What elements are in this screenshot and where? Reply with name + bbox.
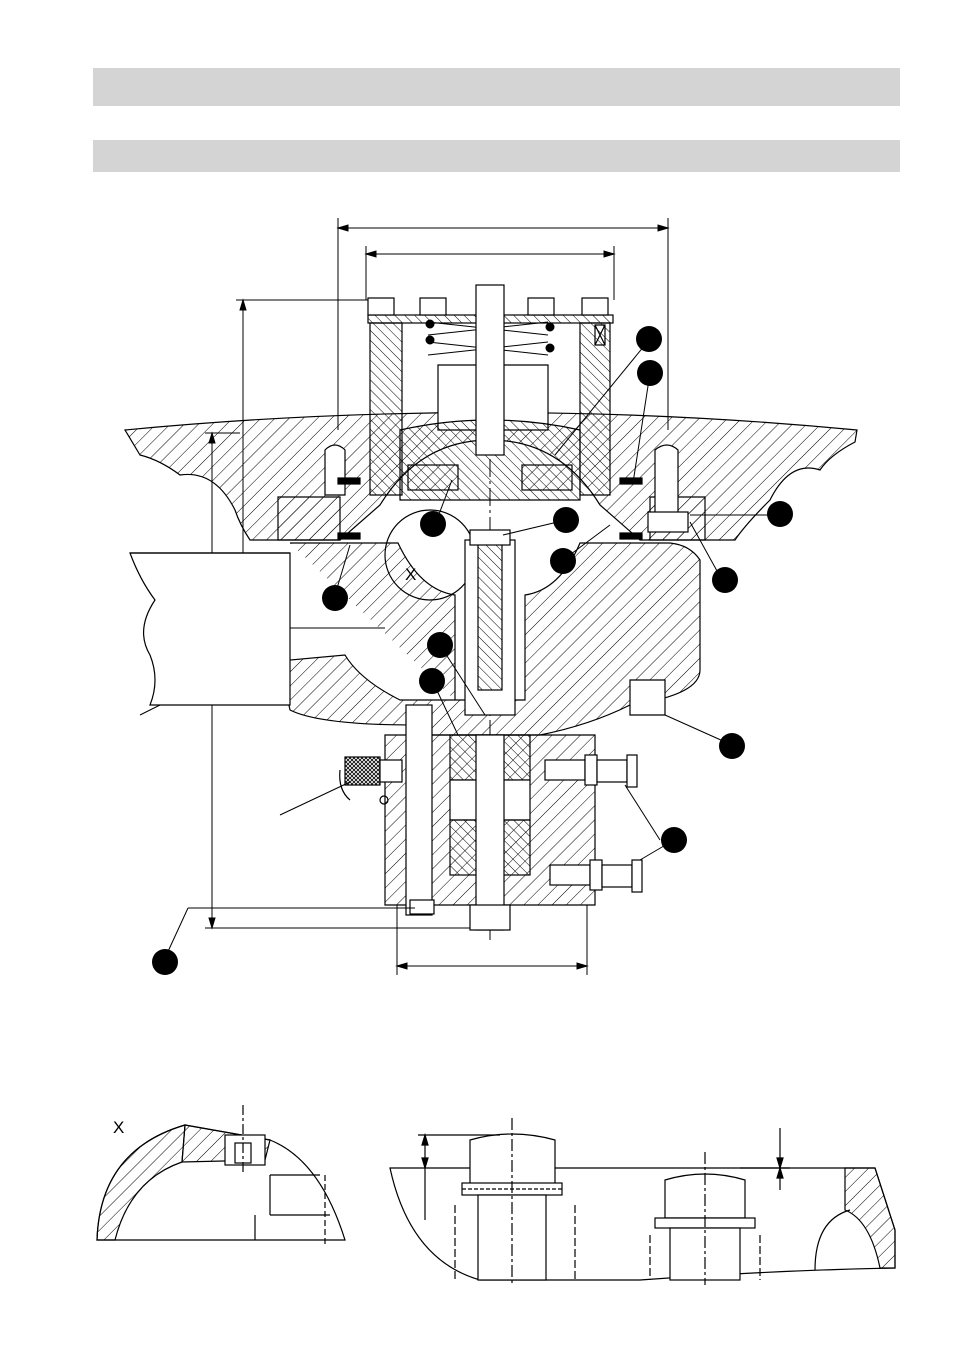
right-post [579, 322, 611, 496]
top-bolts [367, 297, 609, 316]
detail-x-view: X [96, 1105, 346, 1245]
main-section-view: X [123, 218, 858, 975]
callout-markers [152, 326, 793, 975]
knurled-plug [344, 756, 381, 786]
left-post [369, 322, 403, 496]
header-band-section [93, 140, 900, 172]
leader-lines [139, 339, 778, 959]
detail-marker-main: X [405, 565, 416, 584]
detail-valve-view [389, 1118, 896, 1285]
inlet-pipe [129, 552, 291, 706]
fittings [544, 754, 643, 893]
detail-marker-inset: X [113, 1118, 124, 1137]
header-band-top [93, 68, 900, 106]
valve-stem [475, 284, 505, 456]
